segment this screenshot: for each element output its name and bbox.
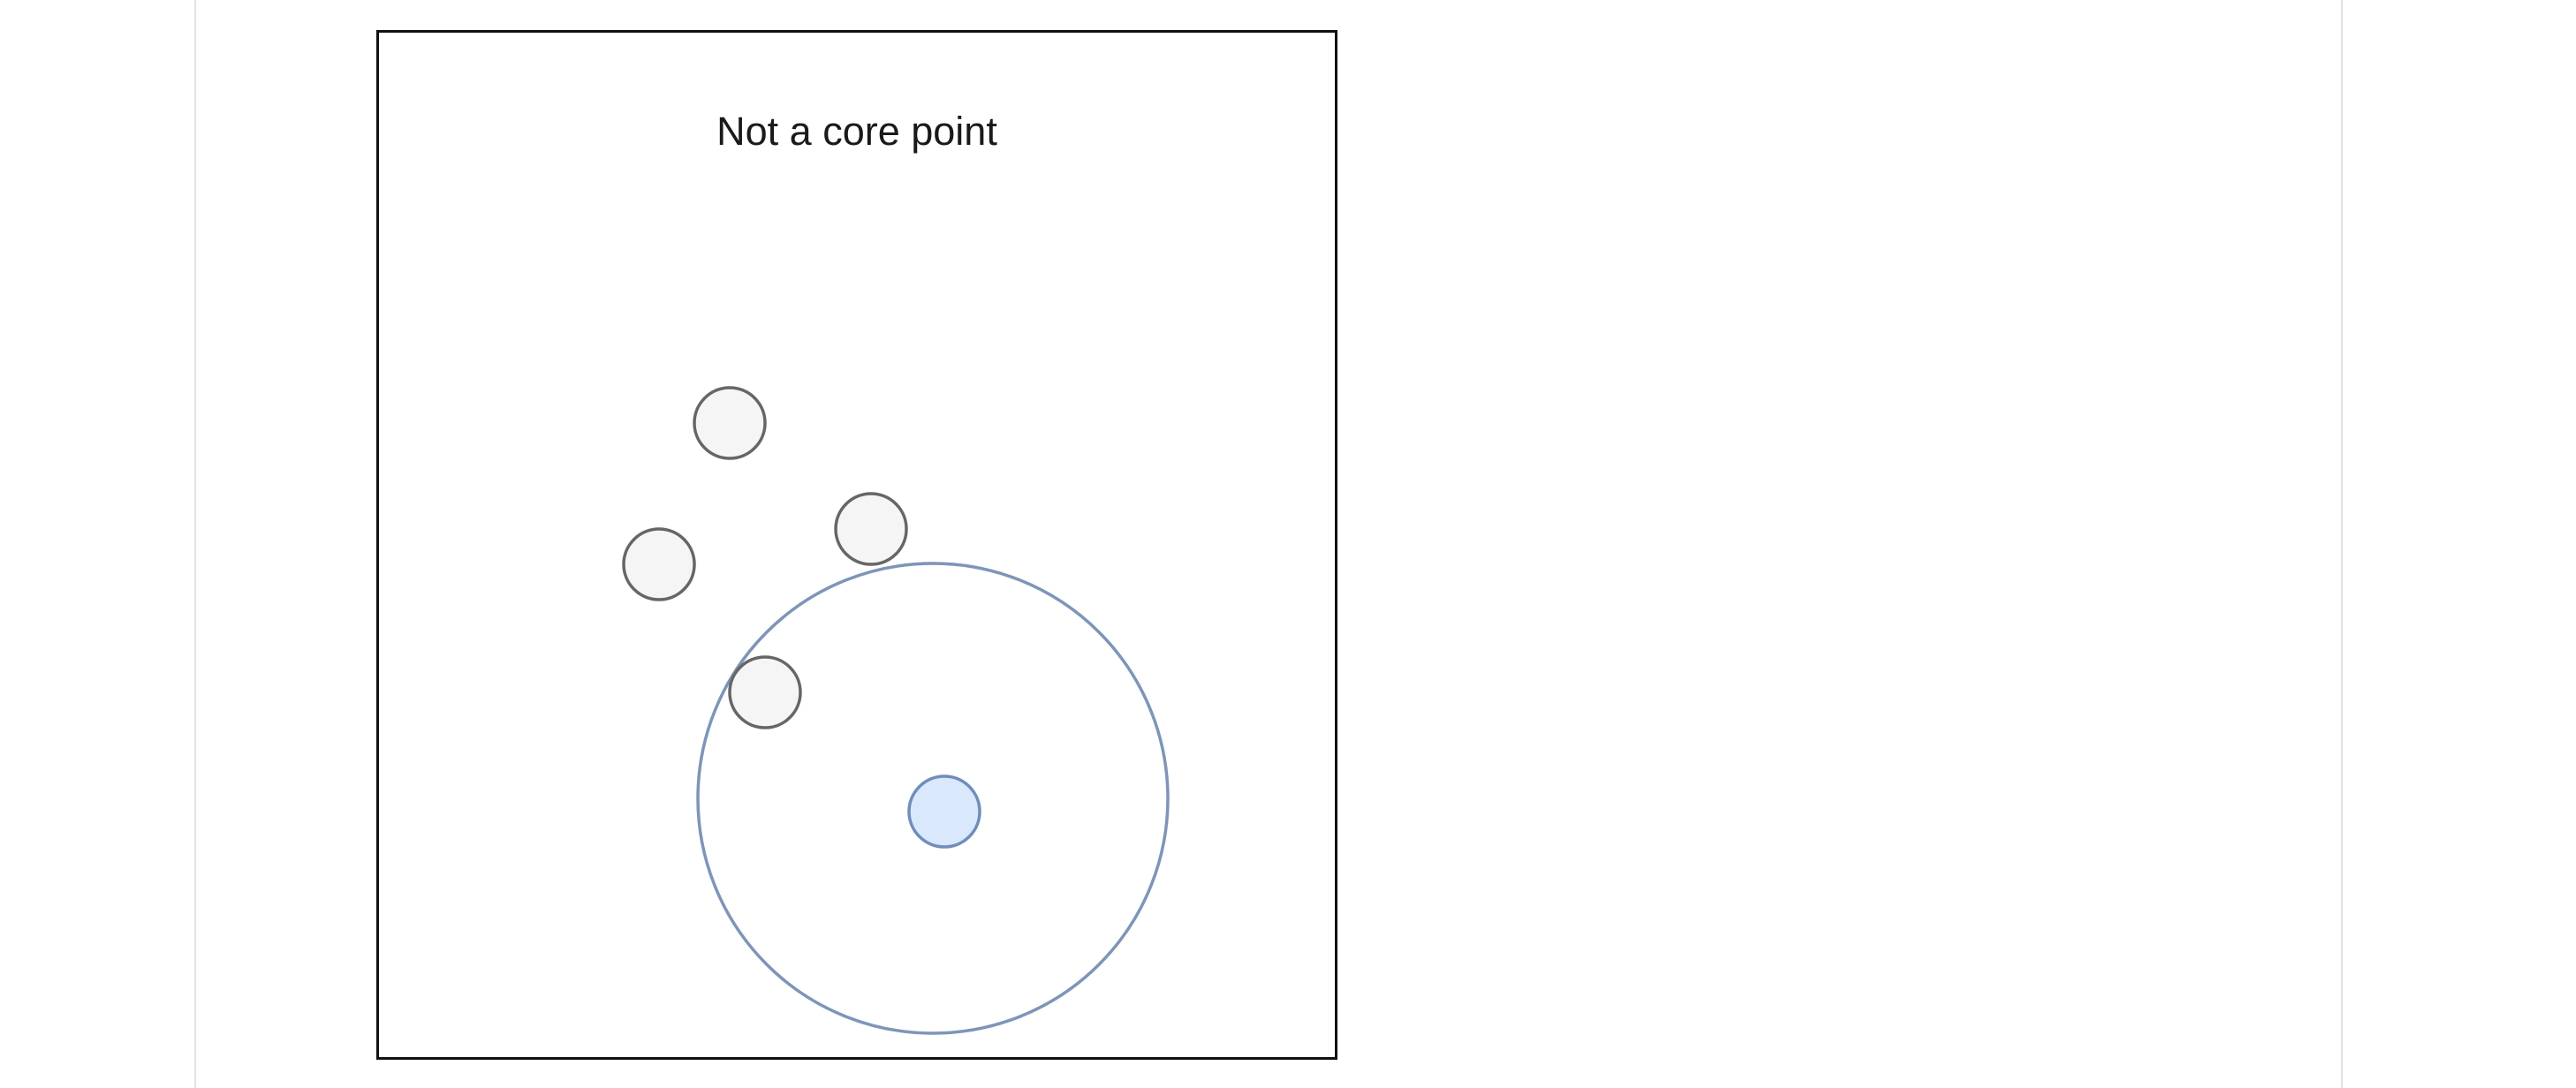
query-point [907, 774, 981, 849]
data-point-top [693, 386, 767, 460]
epsilon-radius-circle [696, 562, 1170, 1035]
data-point-right [834, 492, 908, 566]
diagram-title: Not a core point [716, 109, 997, 154]
page-right-border [2341, 0, 2343, 1088]
page-left-border [194, 0, 196, 1088]
data-point-left [622, 527, 696, 601]
data-point-inside-radius [728, 655, 802, 729]
diagram-canvas [622, 386, 1170, 1035]
diagram-frame: Not a core point [376, 30, 1337, 1060]
